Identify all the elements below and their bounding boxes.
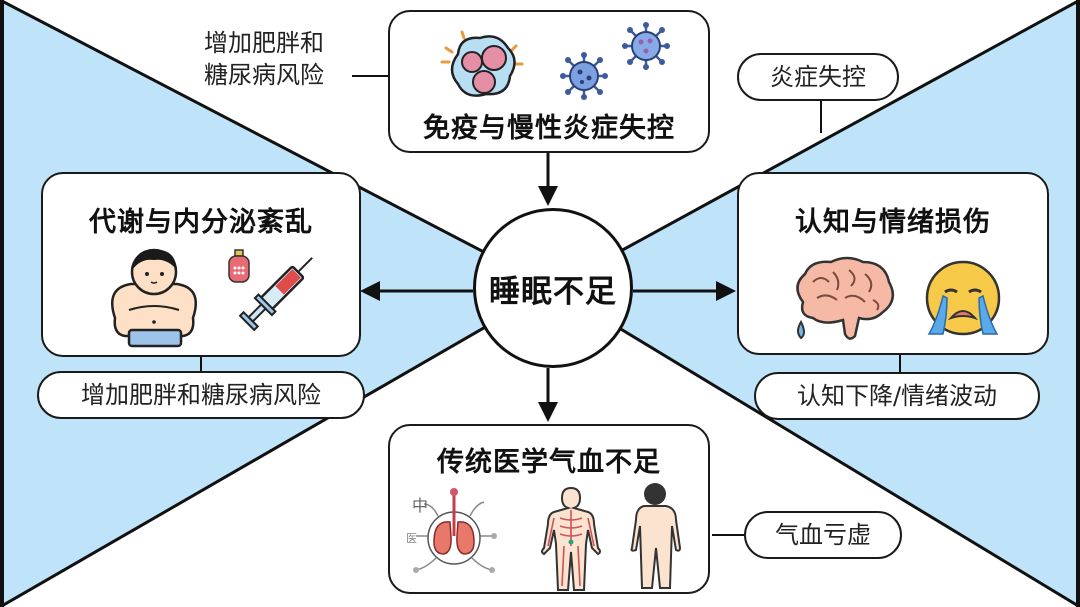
- immune-cell-icon: [440, 30, 524, 97]
- virus-icon: [560, 52, 608, 100]
- center-node-sleep-deprivation: 睡眠不足: [473, 208, 633, 368]
- box-title-cognition: 认知与情绪损伤: [795, 207, 991, 238]
- box-title-metabolic: 代谢与内分泌紊乱: [89, 207, 313, 238]
- diagonal-line-tr: [552, 0, 1080, 290]
- lungs-diagram-icon: [413, 488, 497, 573]
- brain-icon: [796, 256, 895, 340]
- insulin-bottle-icon: [228, 249, 250, 283]
- center-label: 睡眠不足: [489, 273, 617, 310]
- diagonal-line-bl: [0, 286, 554, 607]
- box-title-immune: 免疫与慢性炎症失控: [423, 113, 675, 144]
- obese-child-icon: [111, 248, 197, 348]
- diagonal-line-br: [552, 286, 1080, 607]
- pill-obesity-diabetes-risk: 增加肥胖和糖尿病风险: [37, 371, 365, 419]
- person-back-icon: [630, 483, 682, 589]
- arrow-center-to-right: [633, 281, 736, 301]
- box-tcm-qi-blood: 传统医学气血不足 中 医: [388, 424, 710, 594]
- arrow-top-to-center: [538, 152, 558, 206]
- pill-cognitive-decline: 认知下降/情绪波动: [754, 372, 1040, 420]
- virus-icon: [622, 22, 670, 70]
- meridian-body-icon: [541, 486, 601, 591]
- box-title-tcm: 传统医学气血不足: [437, 447, 661, 478]
- pill-qi-blood-deficiency: 气血亏虚: [744, 511, 902, 559]
- box-metabolic-endocrine: 代谢与内分泌紊乱: [41, 172, 361, 357]
- pill-inflammation: 炎症失控: [737, 53, 899, 101]
- top-side-note-line2: 糖尿病风险: [204, 61, 324, 89]
- syringe-icon: [238, 257, 313, 332]
- tcm-label-yi: 医: [406, 532, 417, 545]
- arrow-center-to-left: [360, 281, 473, 301]
- diagonal-line-tl: [0, 0, 554, 290]
- box-immune-inflammation: 免疫与慢性炎症失控: [388, 10, 710, 153]
- top-side-note-line1: 增加肥胖和: [204, 29, 324, 57]
- box-cognition-emotion: 认知与情绪损伤: [737, 172, 1049, 355]
- crying-face-icon: [925, 260, 1001, 336]
- top-side-note: 增加肥胖和 糖尿病风险: [204, 27, 324, 91]
- arrow-center-to-bottom: [538, 368, 558, 422]
- tcm-label-zhong: 中: [412, 496, 429, 515]
